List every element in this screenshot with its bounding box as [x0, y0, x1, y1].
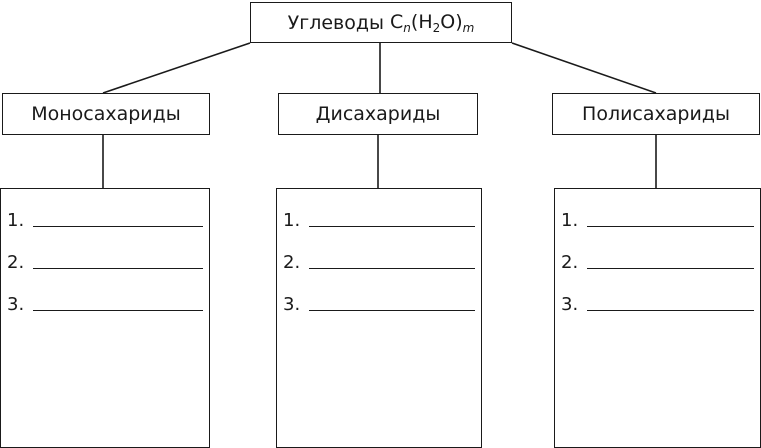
connector-root-to-polysaccharides: [511, 42, 657, 94]
list-item: 3.: [283, 293, 475, 315]
blank-line: [33, 310, 203, 311]
formula-c: C: [390, 10, 404, 33]
item-number: 2.: [283, 252, 301, 273]
item-number: 3.: [283, 294, 301, 315]
blank-line: [33, 226, 203, 227]
list-item: 2.: [7, 251, 203, 273]
list-box-monosaccharides: 1. 2. 3.: [0, 188, 210, 448]
item-number: 1.: [561, 210, 579, 231]
formula-m: m: [462, 20, 475, 35]
blank-line: [309, 268, 475, 269]
root-node-carbohydrates: Углеводы Cn(H2O)m: [250, 2, 512, 43]
list-box-polysaccharides: 1. 2. 3.: [554, 188, 761, 448]
root-label: Углеводы: [287, 11, 385, 34]
connector-root-to-monosaccharides: [102, 42, 251, 94]
list-item: 1.: [283, 209, 475, 231]
list-item: 1.: [561, 209, 754, 231]
category-node-disaccharides: Дисахариды: [278, 93, 478, 135]
formula-close: O): [440, 10, 463, 33]
list-item: 3.: [7, 293, 203, 315]
blank-line: [309, 226, 475, 227]
list-item: 1.: [7, 209, 203, 231]
item-number: 1.: [7, 210, 25, 231]
item-number: 2.: [561, 252, 579, 273]
list-item: 2.: [561, 251, 754, 273]
blank-line: [587, 268, 754, 269]
list-item: 2.: [283, 251, 475, 273]
blank-line: [309, 310, 475, 311]
blank-line: [587, 310, 754, 311]
root-formula: Cn(H2O)m: [390, 11, 474, 35]
category-label-disaccharides: Дисахариды: [315, 103, 441, 125]
category-label-polysaccharides: Полисахариды: [582, 103, 730, 125]
formula-two: 2: [432, 20, 441, 35]
formula-n: n: [403, 20, 411, 35]
item-number: 2.: [7, 252, 25, 273]
item-number: 1.: [283, 210, 301, 231]
blank-line: [587, 226, 754, 227]
item-number: 3.: [7, 294, 25, 315]
category-node-polysaccharides: Полисахариды: [552, 93, 760, 135]
list-box-disaccharides: 1. 2. 3.: [276, 188, 482, 448]
formula-open: (H: [410, 10, 433, 33]
blank-line: [33, 268, 203, 269]
list-item: 3.: [561, 293, 754, 315]
item-number: 3.: [561, 294, 579, 315]
category-label-monosaccharides: Моносахариды: [31, 103, 181, 125]
category-node-monosaccharides: Моносахариды: [2, 93, 210, 135]
